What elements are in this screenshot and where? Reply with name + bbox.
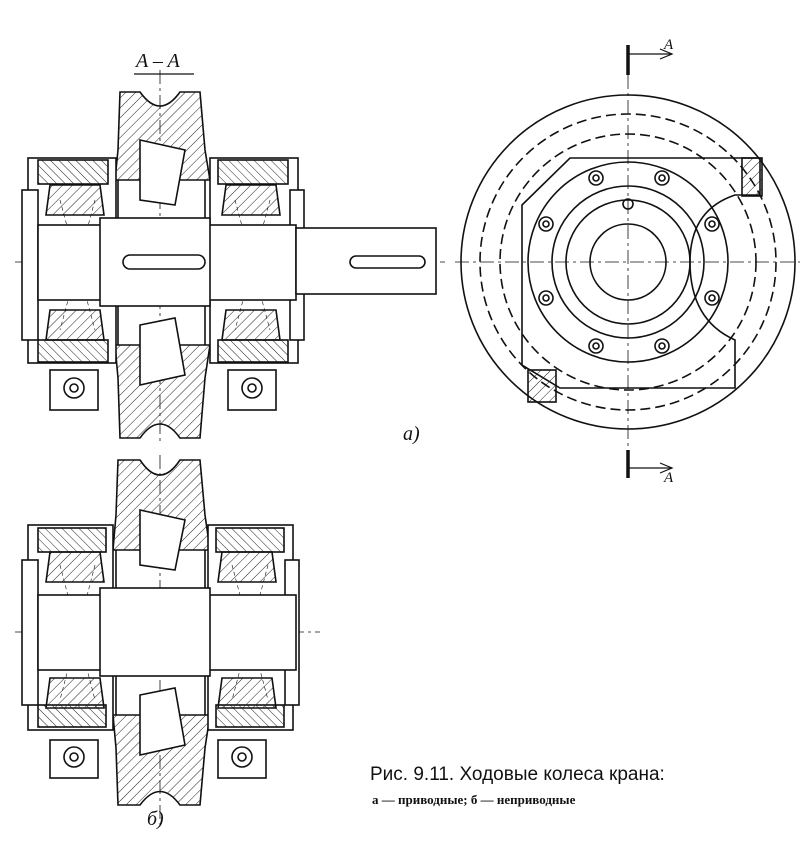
cut-label-top: A xyxy=(664,37,674,53)
bolt-circle xyxy=(538,170,720,354)
wheel-rim-bottom xyxy=(114,344,211,439)
wheel-outer xyxy=(460,94,796,430)
wheel-rim-top xyxy=(114,91,211,181)
figure-caption-title: Рис. 9.11. Ходовые колеса крана: xyxy=(370,764,665,785)
shaft-extension xyxy=(295,227,437,295)
left-bearing xyxy=(45,184,105,341)
non-driven-wheel-section xyxy=(15,455,320,830)
driven-wheel-section xyxy=(15,70,445,445)
left-foot xyxy=(49,369,99,411)
shaft-bore xyxy=(589,223,667,301)
wheel-end-view xyxy=(455,45,800,478)
section-label: A – A xyxy=(136,50,180,72)
right-foot xyxy=(227,369,277,411)
cut-label-bottom: A xyxy=(664,470,674,486)
figure-caption-subtitle: а — приводные; б — неприводные xyxy=(372,792,576,807)
right-bearing xyxy=(221,184,281,341)
view-b-label: б) xyxy=(147,808,164,830)
view-a-label: a) xyxy=(403,423,420,445)
